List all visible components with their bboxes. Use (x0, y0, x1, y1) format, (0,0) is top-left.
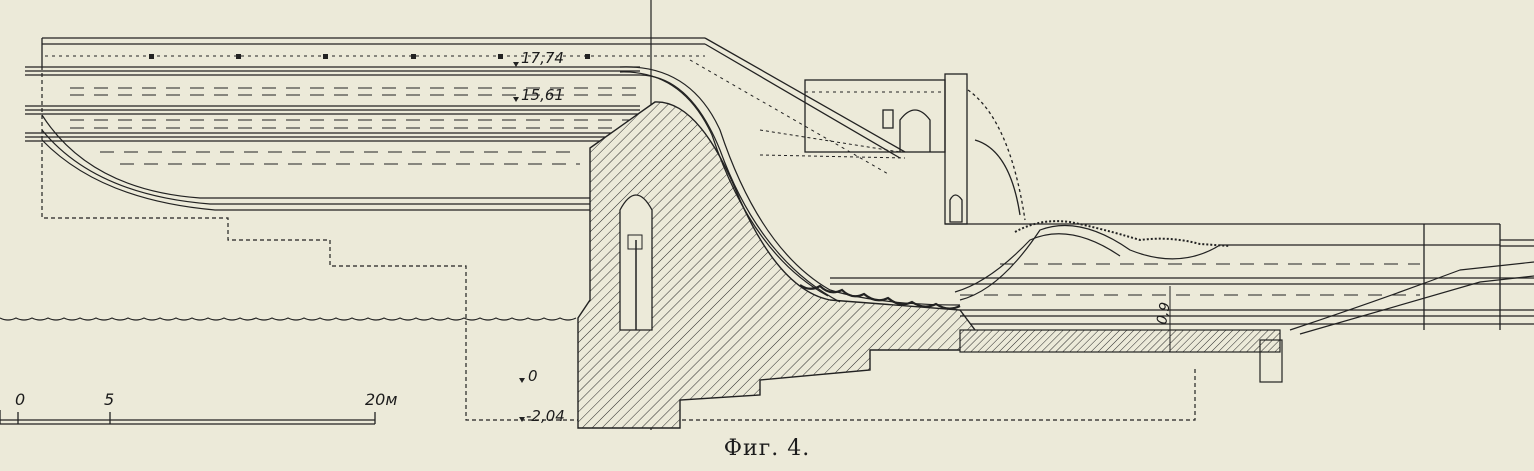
elevation-second-water: 15,61 (521, 86, 564, 104)
figure-caption: Фиг. 4. (723, 436, 811, 461)
elevation-markers (513, 62, 525, 422)
downstream-water (830, 224, 1534, 335)
depth-label: 0,9 (1154, 301, 1174, 326)
stilling-basin (959, 329, 1281, 353)
ground-line (0, 317, 577, 321)
gravel-mound (1014, 220, 1231, 247)
upstream-water (25, 66, 640, 211)
bollard-markers (149, 54, 590, 59)
scale-label-20: 20м (365, 390, 397, 409)
scale-bar (0, 410, 376, 425)
foundation-outline (41, 66, 1196, 421)
elevation-base: 0 (528, 367, 538, 385)
apron-riprap (799, 284, 961, 310)
elevation-top-water: 17,74 (521, 49, 564, 67)
inclined-ramp (689, 37, 946, 176)
scale-label-0: 0 (15, 390, 25, 409)
scale-label-5: 5 (104, 390, 114, 409)
dam-body (577, 101, 976, 429)
upper-walkway (41, 37, 705, 66)
elevation-foundation: -2,04 (526, 407, 565, 425)
